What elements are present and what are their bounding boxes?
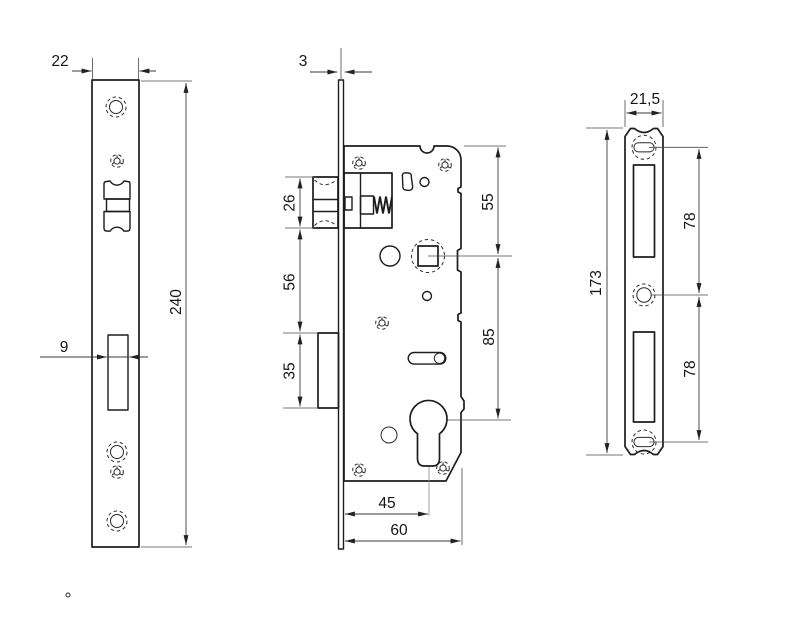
latch-spring [373,196,393,214]
dim-faceplate-width: 22 [51,53,156,79]
small-hole [419,176,430,188]
torx-screw-icon [375,316,389,330]
view-lock-body-side: 3 [282,48,512,550]
torx-screw-icon [352,156,366,170]
faceplate-outline [91,79,140,548]
spindle-follower [411,239,512,273]
torx-screw-icon [352,463,366,477]
dim-strike-height: 173 [586,127,623,456]
deadbolt-cutout-front [107,334,129,411]
dim-strike-lower-spacing: 78 [682,297,702,440]
dim-spindle-to-cylinder: 85 [481,258,501,419]
euro-cylinder-hole [409,399,511,516]
lock-body-outline [343,145,465,482]
dim-label-22: 22 [51,53,68,70]
screw-hole-top [105,96,127,118]
torx-screw-icon [110,154,124,168]
dim-label-26: 26 [282,194,299,211]
torx-screw-icon [438,158,452,172]
detent-clip [401,172,414,192]
screw-hole-bottom [106,510,128,532]
dim-label-60: 60 [390,522,408,539]
stray-mark [65,592,71,598]
dim-label-21-5: 21,5 [630,91,660,108]
small-hole [421,290,433,302]
dim-label-45: 45 [378,495,395,512]
lever-spring-hole [379,245,401,267]
dim-label-35: 35 [282,362,299,379]
dim-plate-thickness: 3 [299,53,372,75]
dim-body-depth: 60 [345,468,463,545]
deadbolt-side [317,332,340,409]
slotted-hole [407,351,447,365]
dim-label-3: 3 [299,53,308,70]
dim-label-56: 56 [282,273,299,290]
strike-plate-outline [624,127,664,456]
view-strike-plate: 21,5 173 78 78 [586,91,708,456]
dim-faceplate-height: 240 [141,80,192,548]
strike-deadbolt-cutout [632,331,656,423]
dim-strike-upper-spacing: 78 [682,149,702,293]
latch-bolt-assembly [312,172,393,229]
pin-hole [380,426,398,444]
dim-backset: 45 [345,495,428,517]
dim-label-78-upper: 78 [682,212,699,229]
dim-label-240: 240 [168,289,185,315]
dim-deadbolt-height: 35 [282,334,318,409]
dim-latch-height: 26 [282,176,316,229]
dim-label-78-lower: 78 [682,360,699,377]
dim-label-55: 55 [480,193,497,210]
latch-cutout-front [103,180,131,232]
screw-hole-mid [106,441,128,463]
dim-top-to-spindle: 55 [464,145,506,254]
dim-label-173: 173 [588,270,605,296]
strike-latch-cutout [632,164,656,258]
dim-strike-width: 21,5 [624,91,664,127]
faceplate-strip-side [337,79,345,550]
dim-label-9: 9 [60,339,69,356]
dim-deadbolt-cutout-width: 9 [40,339,148,360]
torx-screw-icon [110,465,124,479]
dim-label-85: 85 [481,328,498,345]
view-faceplate-front: 22 240 9 [40,53,192,598]
dim-latch-to-deadbolt: 56 [282,229,318,334]
